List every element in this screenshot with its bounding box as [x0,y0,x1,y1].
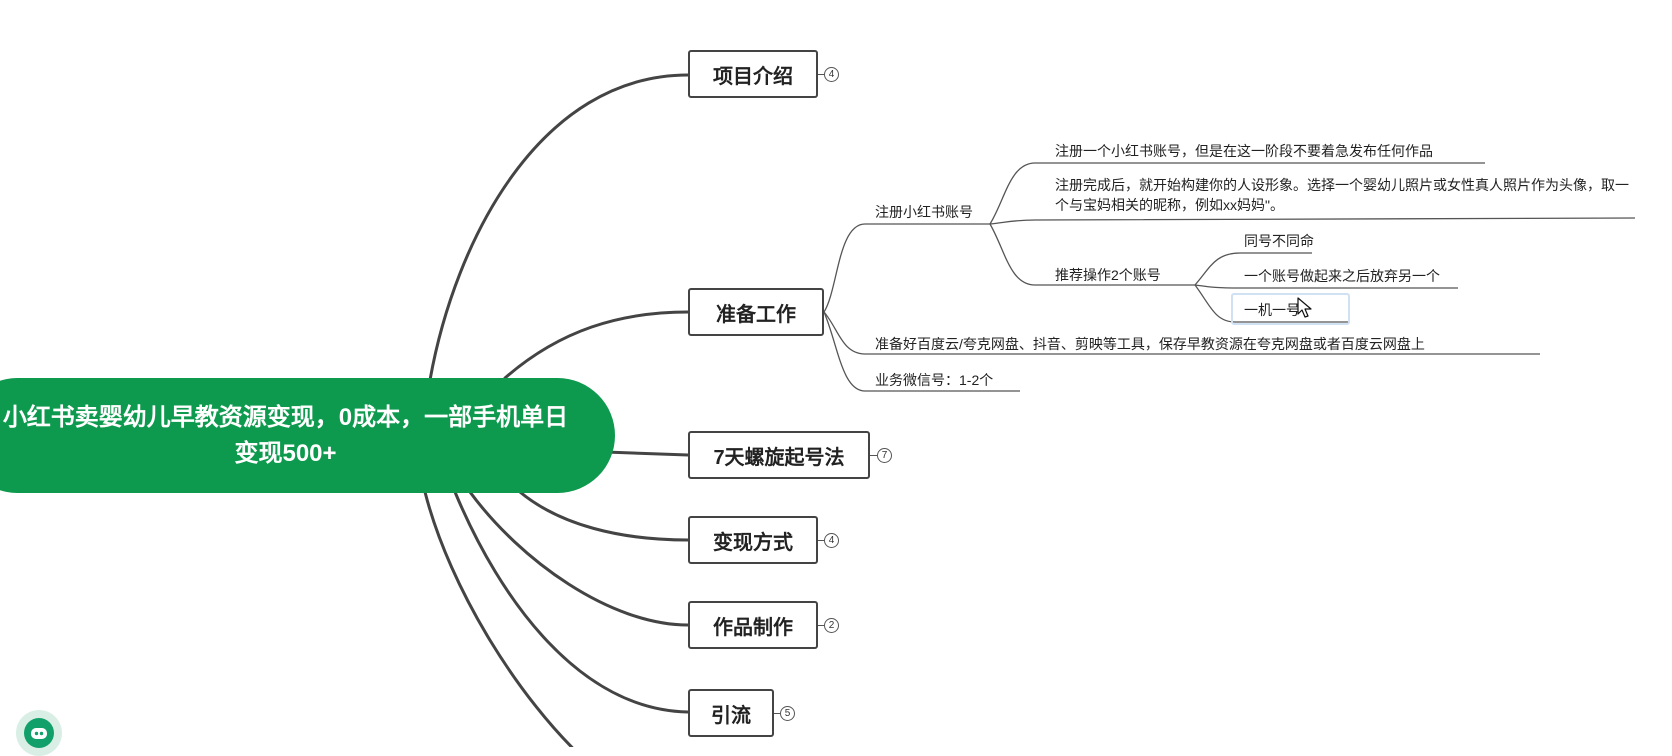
link-register-to-recommend [989,223,1195,286]
link-root-to-intro [428,73,690,382]
link-root-to-offscreen [423,490,574,747]
link-prep-to-tools [823,311,1540,355]
branch-label: 准备工作 [716,303,796,326]
branch-label: 作品制作 [713,616,793,639]
badge-connector [774,713,780,714]
badge-connector [818,540,824,541]
topic-prepare-tools[interactable]: 准备好百度云/夸克网盘、抖音、剪映等工具，保存早教资源在夸克网盘或者百度云网盘上 [875,336,1425,352]
collapse-count-badge[interactable]: 4 [824,533,839,548]
topic-register-item-2[interactable]: 注册完成后，就开始构建你的人设形象。选择一个婴幼儿照片或女性真人照片作为头像，取… [1055,177,1629,213]
link-prep-to-register [823,223,990,313]
topic-one-device-one-account[interactable]: 一机一号 [1244,302,1300,318]
robot-icon [24,718,54,748]
selected-topic-frame [1231,293,1350,325]
badge-connector [818,625,824,626]
topic-same-account-different-fate[interactable]: 同号不同命 [1244,233,1314,249]
collapse-count-badge[interactable]: 4 [824,67,839,82]
link-register-to-item1 [989,162,1485,225]
branch-label: 项目介绍 [713,65,793,88]
root-node[interactable]: 小红书卖婴幼儿早教资源变现，0成本，一部手机单日变现500+ [0,378,615,493]
collapse-count-badge[interactable]: 5 [780,706,795,721]
topic-recommend-two-accounts[interactable]: 推荐操作2个账号 [1055,267,1161,283]
topic-business-wechat[interactable]: 业务微信号：1-2个 [875,372,994,388]
mouse-cursor-icon [1297,297,1312,318]
link-recommend-to-same [1194,252,1312,286]
branch-label: 7天螺旋起号法 [713,446,845,469]
link-root-to-traffic [453,490,690,714]
badge-connector [870,455,877,456]
link-recommend-to-one-account [1194,284,1458,289]
collapse-count-badge[interactable]: 2 [824,618,839,633]
link-register-to-item2 [989,217,1636,225]
assistant-bot-button[interactable] [16,710,62,756]
branch-project-intro[interactable]: 项目介绍 [688,50,818,98]
branch-content-creation[interactable]: 作品制作 [688,601,818,649]
branch-label: 引流 [711,704,751,727]
branch-monetization[interactable]: 变现方式 [688,516,818,564]
link-root-to-spiral [603,450,690,457]
topic-register-account[interactable]: 注册小红书账号 [875,204,973,220]
branch-traffic[interactable]: 引流 [688,689,774,737]
topic-abandon-other-account[interactable]: 一个账号做起来之后放弃另一个 [1244,268,1440,284]
collapse-count-badge[interactable]: 7 [877,448,892,463]
topic-register-item-1[interactable]: 注册一个小红书账号，但是在这一阶段不要着急发布任何作品 [1055,143,1433,159]
link-recommend-to-one-device [1194,284,1350,323]
link-root-to-prep [503,310,690,380]
root-title: 小红书卖婴幼儿早教资源变现，0成本，一部手机单日变现500+ [2,403,569,467]
link-root-to-monetize [518,490,690,542]
link-root-to-works [468,490,690,627]
link-prep-to-wechat [823,311,1020,392]
branch-label: 变现方式 [713,531,793,554]
branch-7-day-spiral[interactable]: 7天螺旋起号法 [688,431,870,479]
branch-preparation[interactable]: 准备工作 [688,288,824,336]
badge-connector [818,74,824,75]
